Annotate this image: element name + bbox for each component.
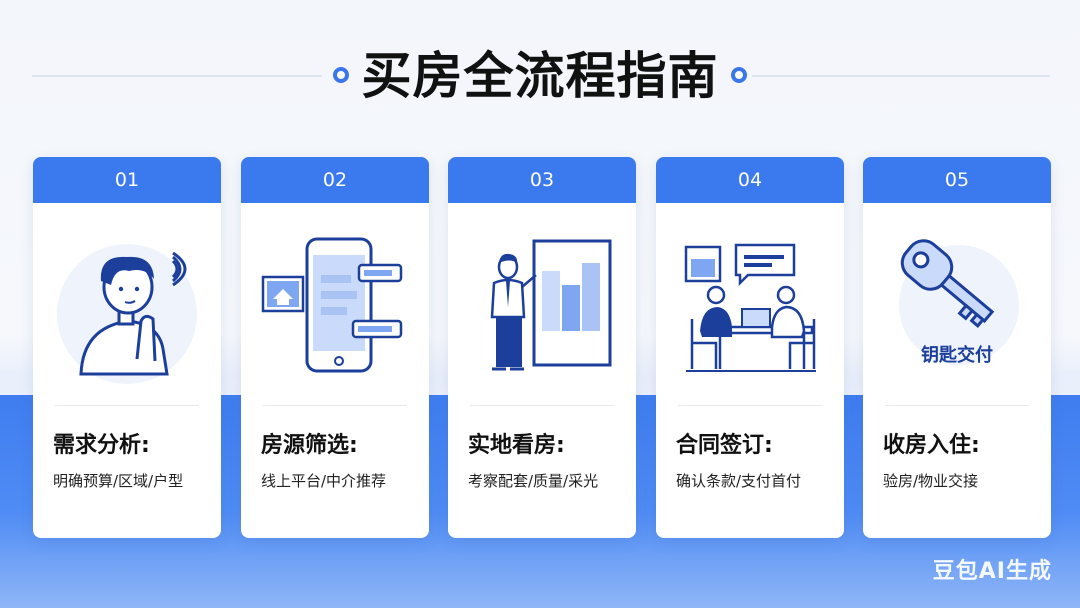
card-divider (470, 405, 614, 406)
step-card-3: 03 实地看房: 考察配套/质量/采光 (448, 157, 636, 538)
step-description-3: 考察配套/质量/采光 (468, 470, 598, 491)
step-number-4: 04 (656, 157, 844, 203)
step-title-3: 实地看房: (468, 427, 565, 459)
person-viewing-building-icon (448, 209, 636, 394)
meeting-table-icon (656, 209, 844, 394)
smartphone-listing-icon (241, 209, 429, 394)
step-title-5: 收房入住: (883, 427, 980, 459)
step-title-1: 需求分析: (53, 427, 150, 459)
step-card-5: 05 钥匙交付 收房入住: 验房/物业交接 (863, 157, 1051, 538)
page-title: 买房全流程指南 (350, 44, 730, 108)
step-card-1: 01 需求分析: 明确预算/区域/户型 (33, 157, 221, 538)
step-card-2: 02 房源筛选: 线上平台/中介推荐 (241, 157, 429, 538)
header-dot-right (731, 67, 747, 83)
card-divider (263, 405, 407, 406)
step-card-4: 04 合同签订: 确认条款/支付首付 (656, 157, 844, 538)
card-divider (55, 405, 199, 406)
step-description-1: 明确预算/区域/户型 (53, 470, 183, 491)
card-divider (678, 405, 822, 406)
key-caption: 钥匙交付 (863, 341, 1051, 367)
step-description-2: 线上平台/中介推荐 (261, 470, 386, 491)
header-divider-right (752, 75, 1050, 77)
step-description-5: 验房/物业交接 (883, 470, 978, 491)
header-dot-left (333, 67, 349, 83)
card-divider (885, 405, 1029, 406)
thinking-person-icon (33, 209, 221, 394)
step-number-1: 01 (33, 157, 221, 203)
ai-watermark: 豆包AI生成 (933, 553, 1052, 585)
step-number-2: 02 (241, 157, 429, 203)
header-divider-left (32, 75, 322, 77)
step-number-5: 05 (863, 157, 1051, 203)
step-number-3: 03 (448, 157, 636, 203)
step-title-2: 房源筛选: (261, 427, 358, 459)
step-description-4: 确认条款/支付首付 (676, 470, 801, 491)
step-title-4: 合同签订: (676, 427, 773, 459)
